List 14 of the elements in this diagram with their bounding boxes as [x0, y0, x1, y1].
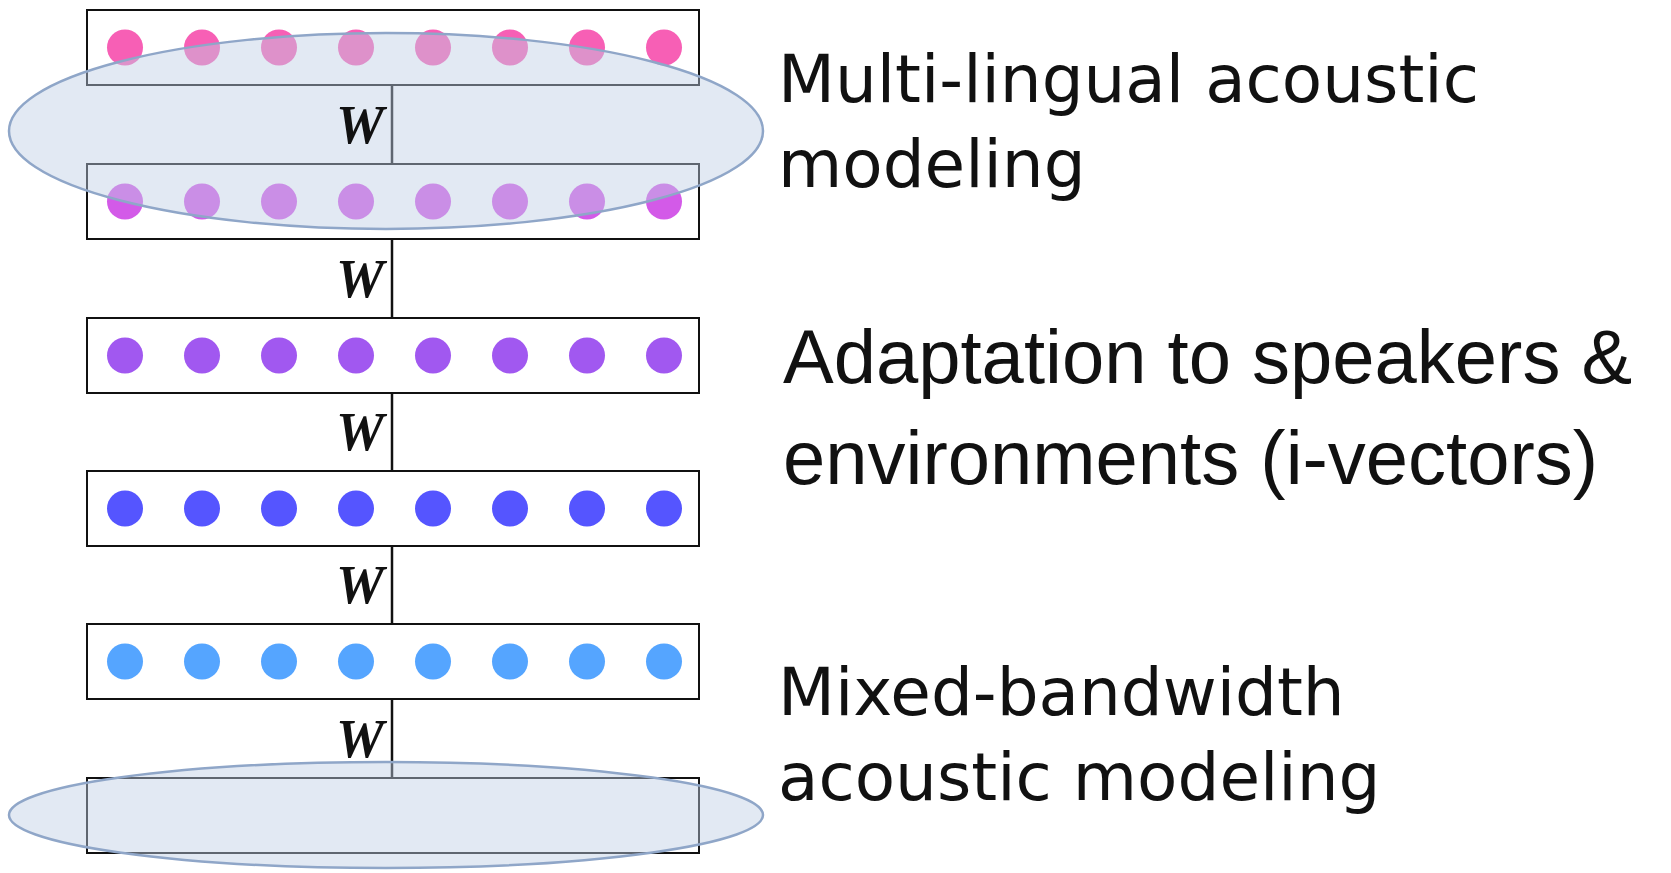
annotation-text: Multi-lingual acoustic modeling — [778, 40, 1480, 205]
connector-line — [390, 700, 394, 777]
connector-line — [390, 394, 394, 470]
connector-line — [390, 240, 394, 317]
layer-box — [86, 470, 700, 547]
connector-line — [390, 547, 394, 623]
connector-line — [390, 86, 394, 163]
annotation-text: Mixed-bandwidth acoustic modeling — [778, 653, 1382, 818]
layer-box — [86, 9, 700, 86]
layer-box — [86, 317, 700, 394]
layer-box — [86, 623, 700, 700]
layer-box — [86, 163, 700, 240]
annotation-text: Adaptation to speakers & environments (i-vectors) — [783, 313, 1634, 502]
layer-box — [86, 777, 700, 854]
